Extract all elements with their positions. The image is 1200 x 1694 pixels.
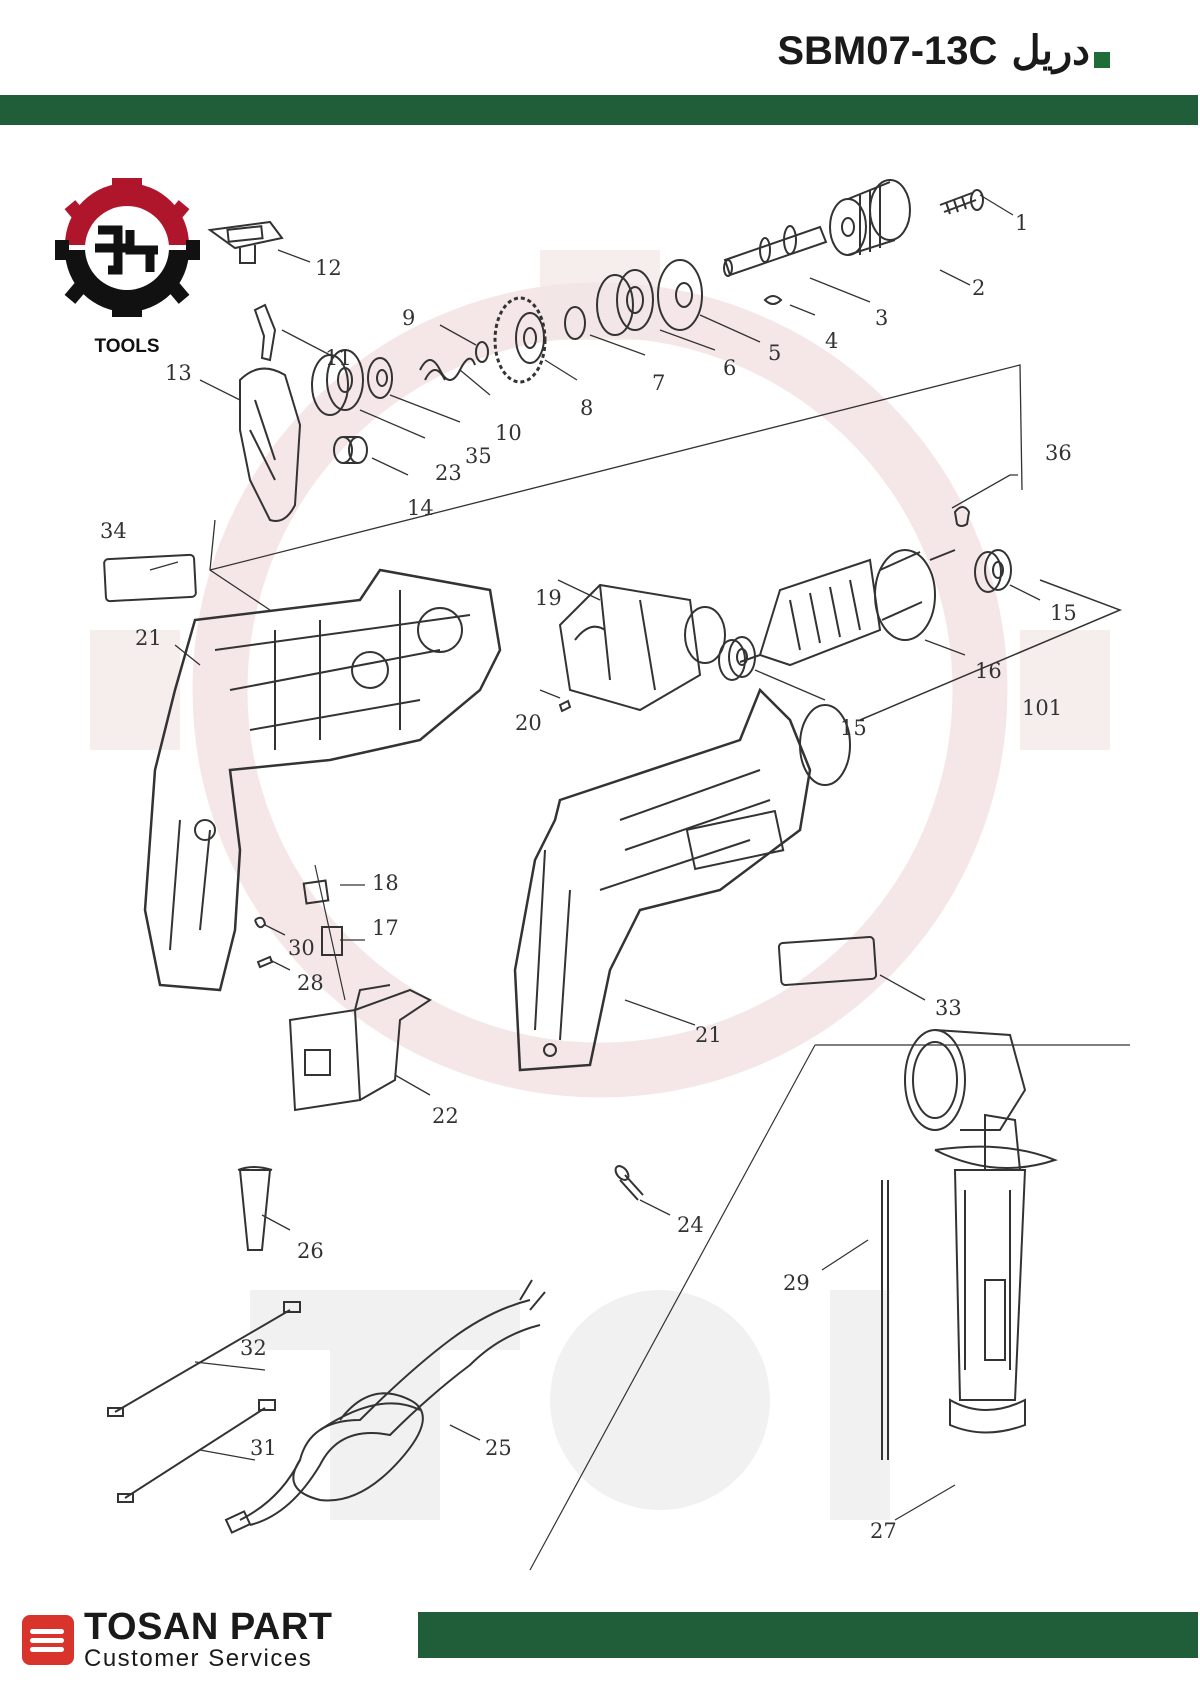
callout-22: 22: [432, 1104, 459, 1128]
part-sidehandle-27: [904, 1029, 1058, 1434]
title-model: SBM07-13C: [777, 28, 998, 73]
part-washer-35: [367, 357, 393, 399]
tosan-part-logo-icon: [22, 1615, 74, 1665]
callout-27: 27: [870, 1519, 897, 1543]
part-stator-19: [558, 583, 726, 712]
part-selector-12: [207, 220, 284, 264]
callout-30: 30: [288, 936, 315, 960]
part-circlip-7: [564, 306, 586, 340]
callout-35: 35: [465, 444, 492, 468]
part-bearing-6: [596, 269, 654, 336]
callout-9: 9: [402, 306, 415, 330]
part-washer-5: [657, 259, 703, 331]
part-key-4: [763, 295, 783, 305]
callout-23: 23: [435, 461, 462, 485]
callout-16: 16: [975, 659, 1002, 683]
part-depthrod-29: [881, 1180, 889, 1460]
callout-15: 15: [1050, 601, 1077, 625]
callout-21b: 21: [695, 1023, 722, 1047]
callout-7: 7: [652, 371, 665, 395]
callout-33: 33: [935, 996, 962, 1020]
callout-25: 25: [485, 1436, 512, 1460]
callout-20: 20: [515, 711, 542, 735]
part-housing-right-21: [513, 687, 851, 1072]
callout-34: 34: [100, 519, 127, 543]
part-spring-30: [254, 916, 267, 929]
footer-bar: [418, 1612, 1198, 1658]
title-farsi: دریل: [1011, 29, 1090, 73]
part-label-34: [103, 553, 197, 603]
part-label-33: [777, 935, 878, 986]
part-wire-32: [107, 1301, 301, 1417]
callout-31: 31: [250, 1436, 277, 1460]
watermark-gear-icon: [90, 250, 1110, 1520]
part-circlip-9: [475, 341, 489, 363]
part-switch-22: [288, 984, 432, 1112]
callout-3: 3: [875, 306, 888, 330]
page-title: SBM07-13C دریل: [777, 28, 1090, 74]
brand-subtitle: Customer Services: [84, 1645, 313, 1672]
logo-text: TOOLS: [94, 336, 159, 357]
part-spindle-3: [723, 225, 828, 277]
callout-12: 12: [315, 256, 342, 280]
part-gear-8: [493, 296, 547, 384]
callout-labels: 1 2 3 4 5 6 7 8 9 10 11 12 13 14 15 15 1…: [100, 211, 1077, 1543]
part-screw-24: [614, 1165, 644, 1201]
callout-4: 4: [825, 329, 838, 353]
part-gearhousing-13: [239, 367, 302, 522]
callout-32: 32: [240, 1336, 267, 1360]
callout-18: 18: [372, 871, 399, 895]
tosan-part-brand: TOSAN PART Customer Services: [22, 1608, 333, 1672]
part-spring-20: [558, 699, 572, 713]
tools-logo: TOOLS: [55, 178, 200, 357]
part-screw-1: [939, 189, 984, 215]
callout-5: 5: [768, 341, 781, 365]
part-cordsleeve-26: [237, 1166, 273, 1251]
callout-14: 14: [407, 496, 434, 520]
part-capacitor-17: [321, 926, 343, 956]
part-bearing-15: [974, 549, 1012, 593]
part-screw-28: [256, 955, 274, 969]
callout-10: 10: [495, 421, 522, 445]
callout-26: 26: [297, 1239, 324, 1263]
part-latch-11: [253, 303, 277, 362]
title-bullet-icon: [1094, 52, 1110, 68]
callout-15b: 15: [840, 716, 867, 740]
part-wire-31: [117, 1399, 276, 1503]
callout-13: 13: [165, 361, 192, 385]
part-housing-left-21: [143, 568, 502, 992]
part-armature-16: [739, 549, 956, 667]
header-bar: [0, 95, 1198, 125]
callout-29: 29: [783, 1271, 810, 1295]
part-spring-10: [419, 357, 476, 381]
part-powercord-25: [224, 1279, 546, 1534]
exploded-parts-diagram: TOOLS: [55, 178, 1130, 1571]
part-bracket-101: [859, 579, 1123, 721]
callout-6: 6: [723, 356, 736, 380]
part-bushing-14: [333, 436, 368, 464]
callout-21a: 21: [135, 626, 162, 650]
callout-17: 17: [372, 916, 399, 940]
callout-101: 101: [1022, 696, 1062, 720]
brand-name: TOSAN PART: [84, 1606, 333, 1648]
callout-36: 36: [1045, 441, 1072, 465]
callout-24: 24: [677, 1213, 704, 1237]
callout-28: 28: [297, 971, 324, 995]
callout-1: 1: [1015, 211, 1028, 235]
callout-8: 8: [580, 396, 593, 420]
callout-2: 2: [972, 276, 985, 300]
part-chuck-2: [829, 179, 911, 256]
callout-19: 19: [535, 586, 562, 610]
part-clip-36: [953, 506, 971, 527]
part-brushholder-18: [302, 879, 330, 905]
callout-11: 11: [325, 346, 352, 370]
